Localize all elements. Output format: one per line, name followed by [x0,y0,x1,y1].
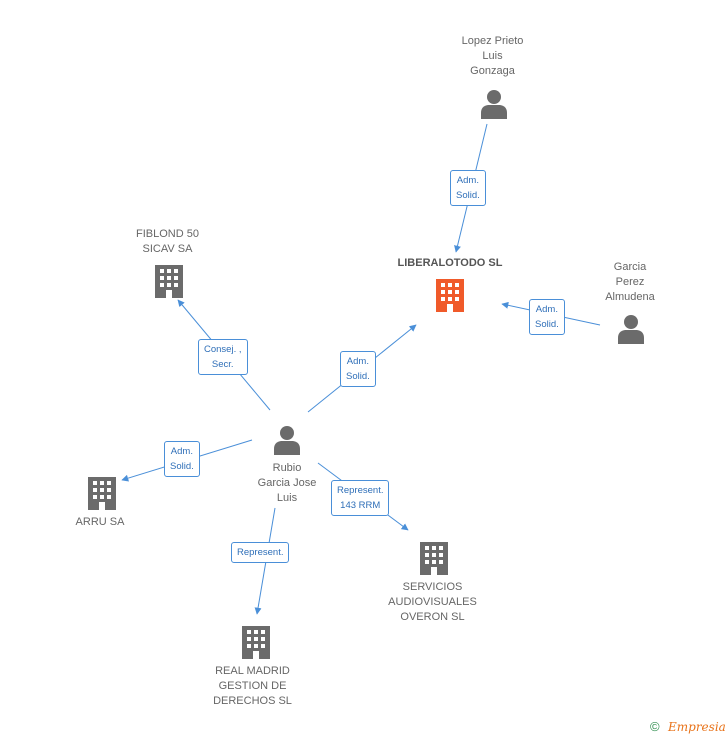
node-label-arru: ARRU SA [75,516,125,528]
node-label-garcia: Garcia Perez Almudena [605,261,655,303]
building-icon[interactable] [86,476,118,510]
person-icon[interactable] [617,314,645,344]
node-label-rubio: Rubio Garcia Jose Luis [257,462,317,504]
edge-label-rubio-fiblond: Consej. , Secr. [198,339,248,375]
node-label-liberalotodo[interactable]: LIBERALOTODO SL [397,257,503,269]
brand-logo: Empresia [668,720,726,734]
edge-label-rubio-liberalotodo: Adm. Solid. [340,351,376,387]
edge-label-rubio-realmadrid: Represent. [231,542,290,563]
edge-label-rubio-servicios: Represent. 143 RRM [331,480,390,516]
building-icon[interactable] [153,264,185,298]
building-icon[interactable] [240,625,272,659]
node-label-lopez: Lopez Prieto Luis Gonzaga [461,35,524,77]
copyright-symbol: © [650,719,660,734]
node-label-fiblond: FIBLOND 50 SICAV SA [136,228,199,255]
building-icon[interactable] [418,541,450,575]
person-icon[interactable] [273,425,301,455]
node-label-realmadrid: REAL MADRID GESTION DE DERECHOS SL [213,665,292,707]
node-label-servicios: SERVICIOS AUDIOVISUALES OVERON SL [388,581,477,623]
building-icon-center[interactable] [434,278,466,312]
edge-label-rubio-arru: Adm. Solid. [164,441,200,477]
edge-label-lopez-liberalotodo: Adm. Solid. [450,170,486,206]
person-icon[interactable] [480,89,508,119]
edge-label-garcia-liberalotodo: Adm. Solid. [529,299,565,335]
